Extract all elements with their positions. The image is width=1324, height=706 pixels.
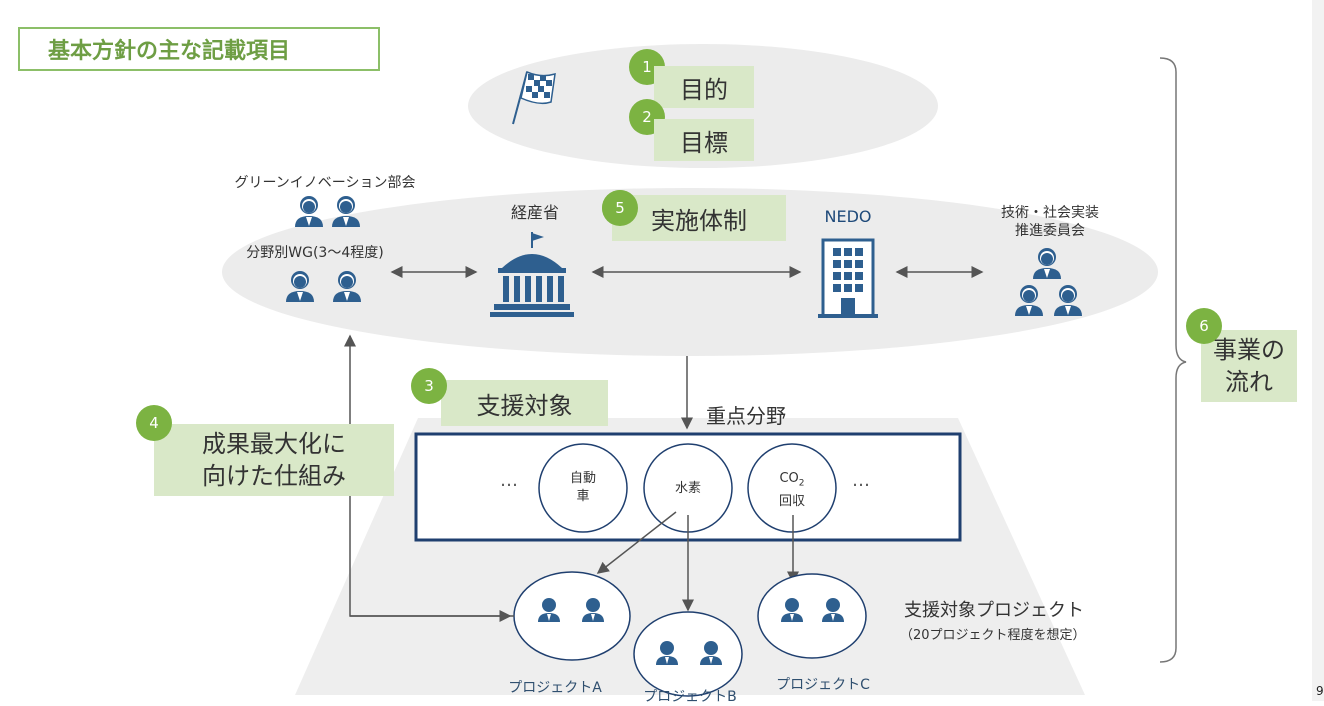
page-edge-strip <box>1312 0 1324 701</box>
mechanism-label: 成果最大化に 向けた仕組み <box>154 424 394 496</box>
field-co2-label: CO2 回収 <box>762 470 822 511</box>
purpose-label: 目的 <box>654 66 754 108</box>
field-co2-line2: 回収 <box>778 493 805 509</box>
government-building-icon <box>490 232 574 317</box>
hydrogen-to-a-arrow <box>596 511 677 574</box>
field-hydrogen-label: 水素 <box>674 481 701 496</box>
badge-5-front: 5 <box>602 190 638 226</box>
project-b-label: プロジェクトB <box>643 689 737 705</box>
target-projects-note: （20プロジェクト程度を想定） <box>900 628 1086 643</box>
field-auto-line1: 自動 <box>569 471 596 486</box>
field-co2-line1: CO2 <box>762 470 822 493</box>
badge-4: 4 <box>136 405 172 441</box>
nedo-label: NEDO <box>824 207 872 226</box>
checkered-flag-icon <box>512 70 556 125</box>
flow-label: 事業の 流れ <box>1201 330 1297 402</box>
project-b-ellipse <box>633 611 743 697</box>
flow-brace <box>1159 57 1187 663</box>
field-auto-line2: 車 <box>576 489 590 504</box>
co2-sub: 2 <box>798 478 805 489</box>
badge-3: 3 <box>411 368 447 404</box>
target-projects-title: 支援対象プロジェクト <box>904 600 1084 621</box>
ellipsis-right: … <box>852 470 870 491</box>
wg-label: 分野別WG(3～4程度) <box>246 245 384 261</box>
co2-main: CO <box>779 471 799 486</box>
project-c-ellipse <box>757 573 867 659</box>
field-auto-label: 自動 車 <box>553 470 613 506</box>
flow-line2: 流れ <box>1225 368 1273 396</box>
committee-label-line1: 技術・社会実装 <box>1001 205 1099 221</box>
mechanism-line2: 向けた仕組み <box>202 462 346 490</box>
goal-label: 目標 <box>654 119 754 161</box>
green-council-label: グリーンイノベーション部会 <box>234 175 416 191</box>
flow-line1: 事業の <box>1213 336 1285 364</box>
structure-label: 実施体制 <box>612 195 786 241</box>
office-building-icon <box>818 238 878 318</box>
field-auto-circle <box>538 443 628 533</box>
ellipsis-left: … <box>500 470 518 491</box>
page-number: 9 <box>1316 684 1324 698</box>
field-co2-circle <box>747 443 837 533</box>
project-a-ellipse <box>513 571 631 661</box>
committee-label-line2: 推進委員会 <box>1015 223 1085 239</box>
badge-6: 6 <box>1186 308 1222 344</box>
project-c-label: プロジェクトC <box>776 677 870 693</box>
focus-fields-label: 重点分野 <box>706 404 786 428</box>
meti-label: 経産省 <box>510 203 559 222</box>
page-title: 基本方針の主な記載項目 <box>18 27 380 71</box>
project-a-label: プロジェクトA <box>508 680 602 696</box>
support-label: 支援対象 <box>441 380 608 426</box>
mechanism-line1: 成果最大化に <box>202 430 346 458</box>
